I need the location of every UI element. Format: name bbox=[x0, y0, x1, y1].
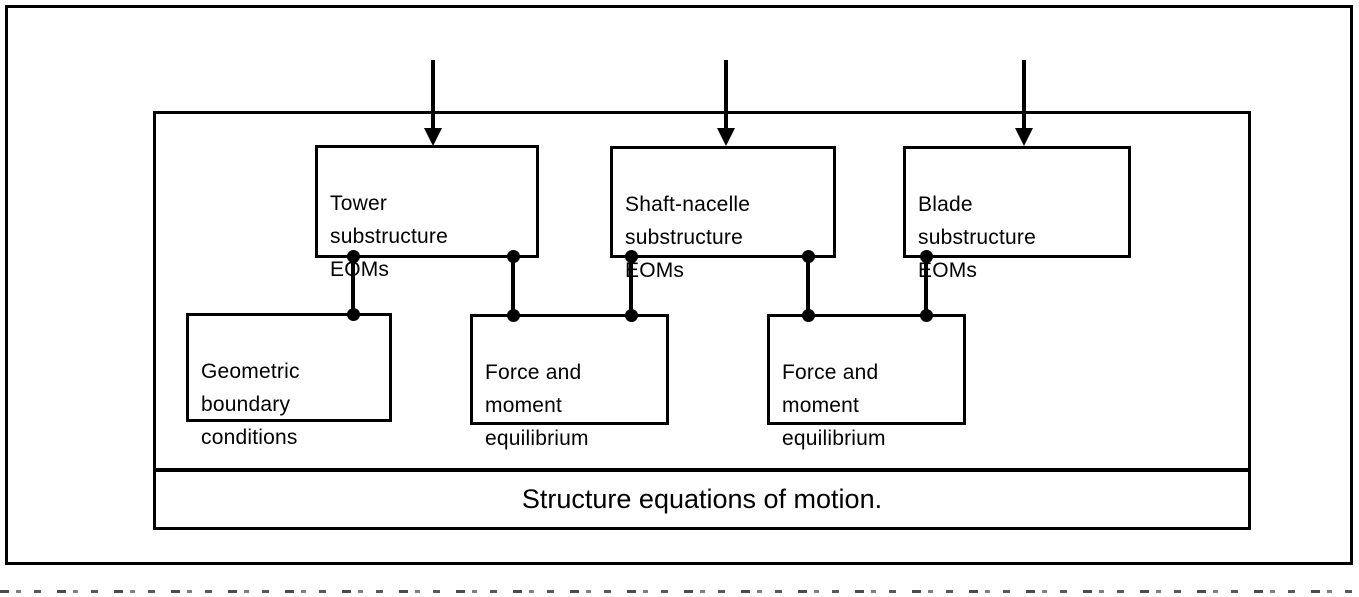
connector-tower-to-geometric-bc bbox=[351, 255, 355, 317]
connector-shaft-nacelle-to-force-b bbox=[806, 255, 810, 317]
connector-dot-shaft-nacelle-right bbox=[802, 250, 815, 263]
connector-dot-tower-left bbox=[347, 250, 360, 263]
node-tower-label: Tower substructure EOMs bbox=[330, 192, 448, 281]
inner-frame bbox=[153, 111, 1251, 530]
node-shaft-nacelle-label: Shaft-nacelle substructure EOMs bbox=[625, 193, 751, 282]
connector-shaft-nacelle-to-force-a bbox=[629, 255, 633, 317]
node-blade-substructure-eoms[interactable]: Blade substructure EOMs bbox=[903, 146, 1131, 282]
node-force-moment-a-label: Force and moment equilibrium bbox=[485, 361, 589, 450]
connector-dot-blade-left bbox=[920, 250, 933, 263]
node-geometric-boundary-conditions[interactable]: Geometric boundary conditions bbox=[186, 313, 392, 449]
caption-divider bbox=[153, 468, 1251, 472]
figure-caption: Structure equations of motion. bbox=[521, 484, 883, 514]
input-arrow-blade-head bbox=[1015, 128, 1033, 146]
node-tower-substructure-eoms[interactable]: Tower substructure EOMs bbox=[315, 145, 539, 281]
connector-dot-shaft-nacelle-left bbox=[625, 250, 638, 263]
connector-dot-force-b-left bbox=[802, 309, 815, 322]
connector-tower-to-force-a bbox=[511, 255, 515, 317]
node-force-moment-b-label: Force and moment equilibrium bbox=[782, 361, 886, 450]
outer-frame bbox=[5, 5, 1353, 565]
connector-dot-force-a-left bbox=[507, 309, 520, 322]
connector-dot-tower-right bbox=[507, 250, 520, 263]
input-arrow-tower-head bbox=[424, 128, 442, 146]
connector-dot-geometric-bc bbox=[347, 308, 360, 321]
node-force-and-moment-equilibrium-b[interactable]: Force and moment equilibrium bbox=[767, 314, 966, 450]
input-arrow-tower-shaft bbox=[431, 60, 435, 142]
scan-artifact-line bbox=[0, 590, 1359, 593]
connector-blade-to-force-b bbox=[924, 255, 928, 317]
connector-dot-force-a-right bbox=[625, 309, 638, 322]
node-geometric-bc-label: Geometric boundary conditions bbox=[201, 360, 300, 449]
node-blade-label: Blade substructure EOMs bbox=[918, 193, 1036, 282]
input-arrow-blade-shaft bbox=[1022, 60, 1026, 142]
node-force-and-moment-equilibrium-a[interactable]: Force and moment equilibrium bbox=[470, 314, 669, 450]
connector-dot-force-b-right bbox=[920, 309, 933, 322]
node-shaft-nacelle-substructure-eoms[interactable]: Shaft-nacelle substructure EOMs bbox=[610, 146, 836, 282]
input-arrow-shaft-nacelle-head bbox=[717, 128, 735, 146]
input-arrow-shaft-nacelle-shaft bbox=[724, 60, 728, 142]
